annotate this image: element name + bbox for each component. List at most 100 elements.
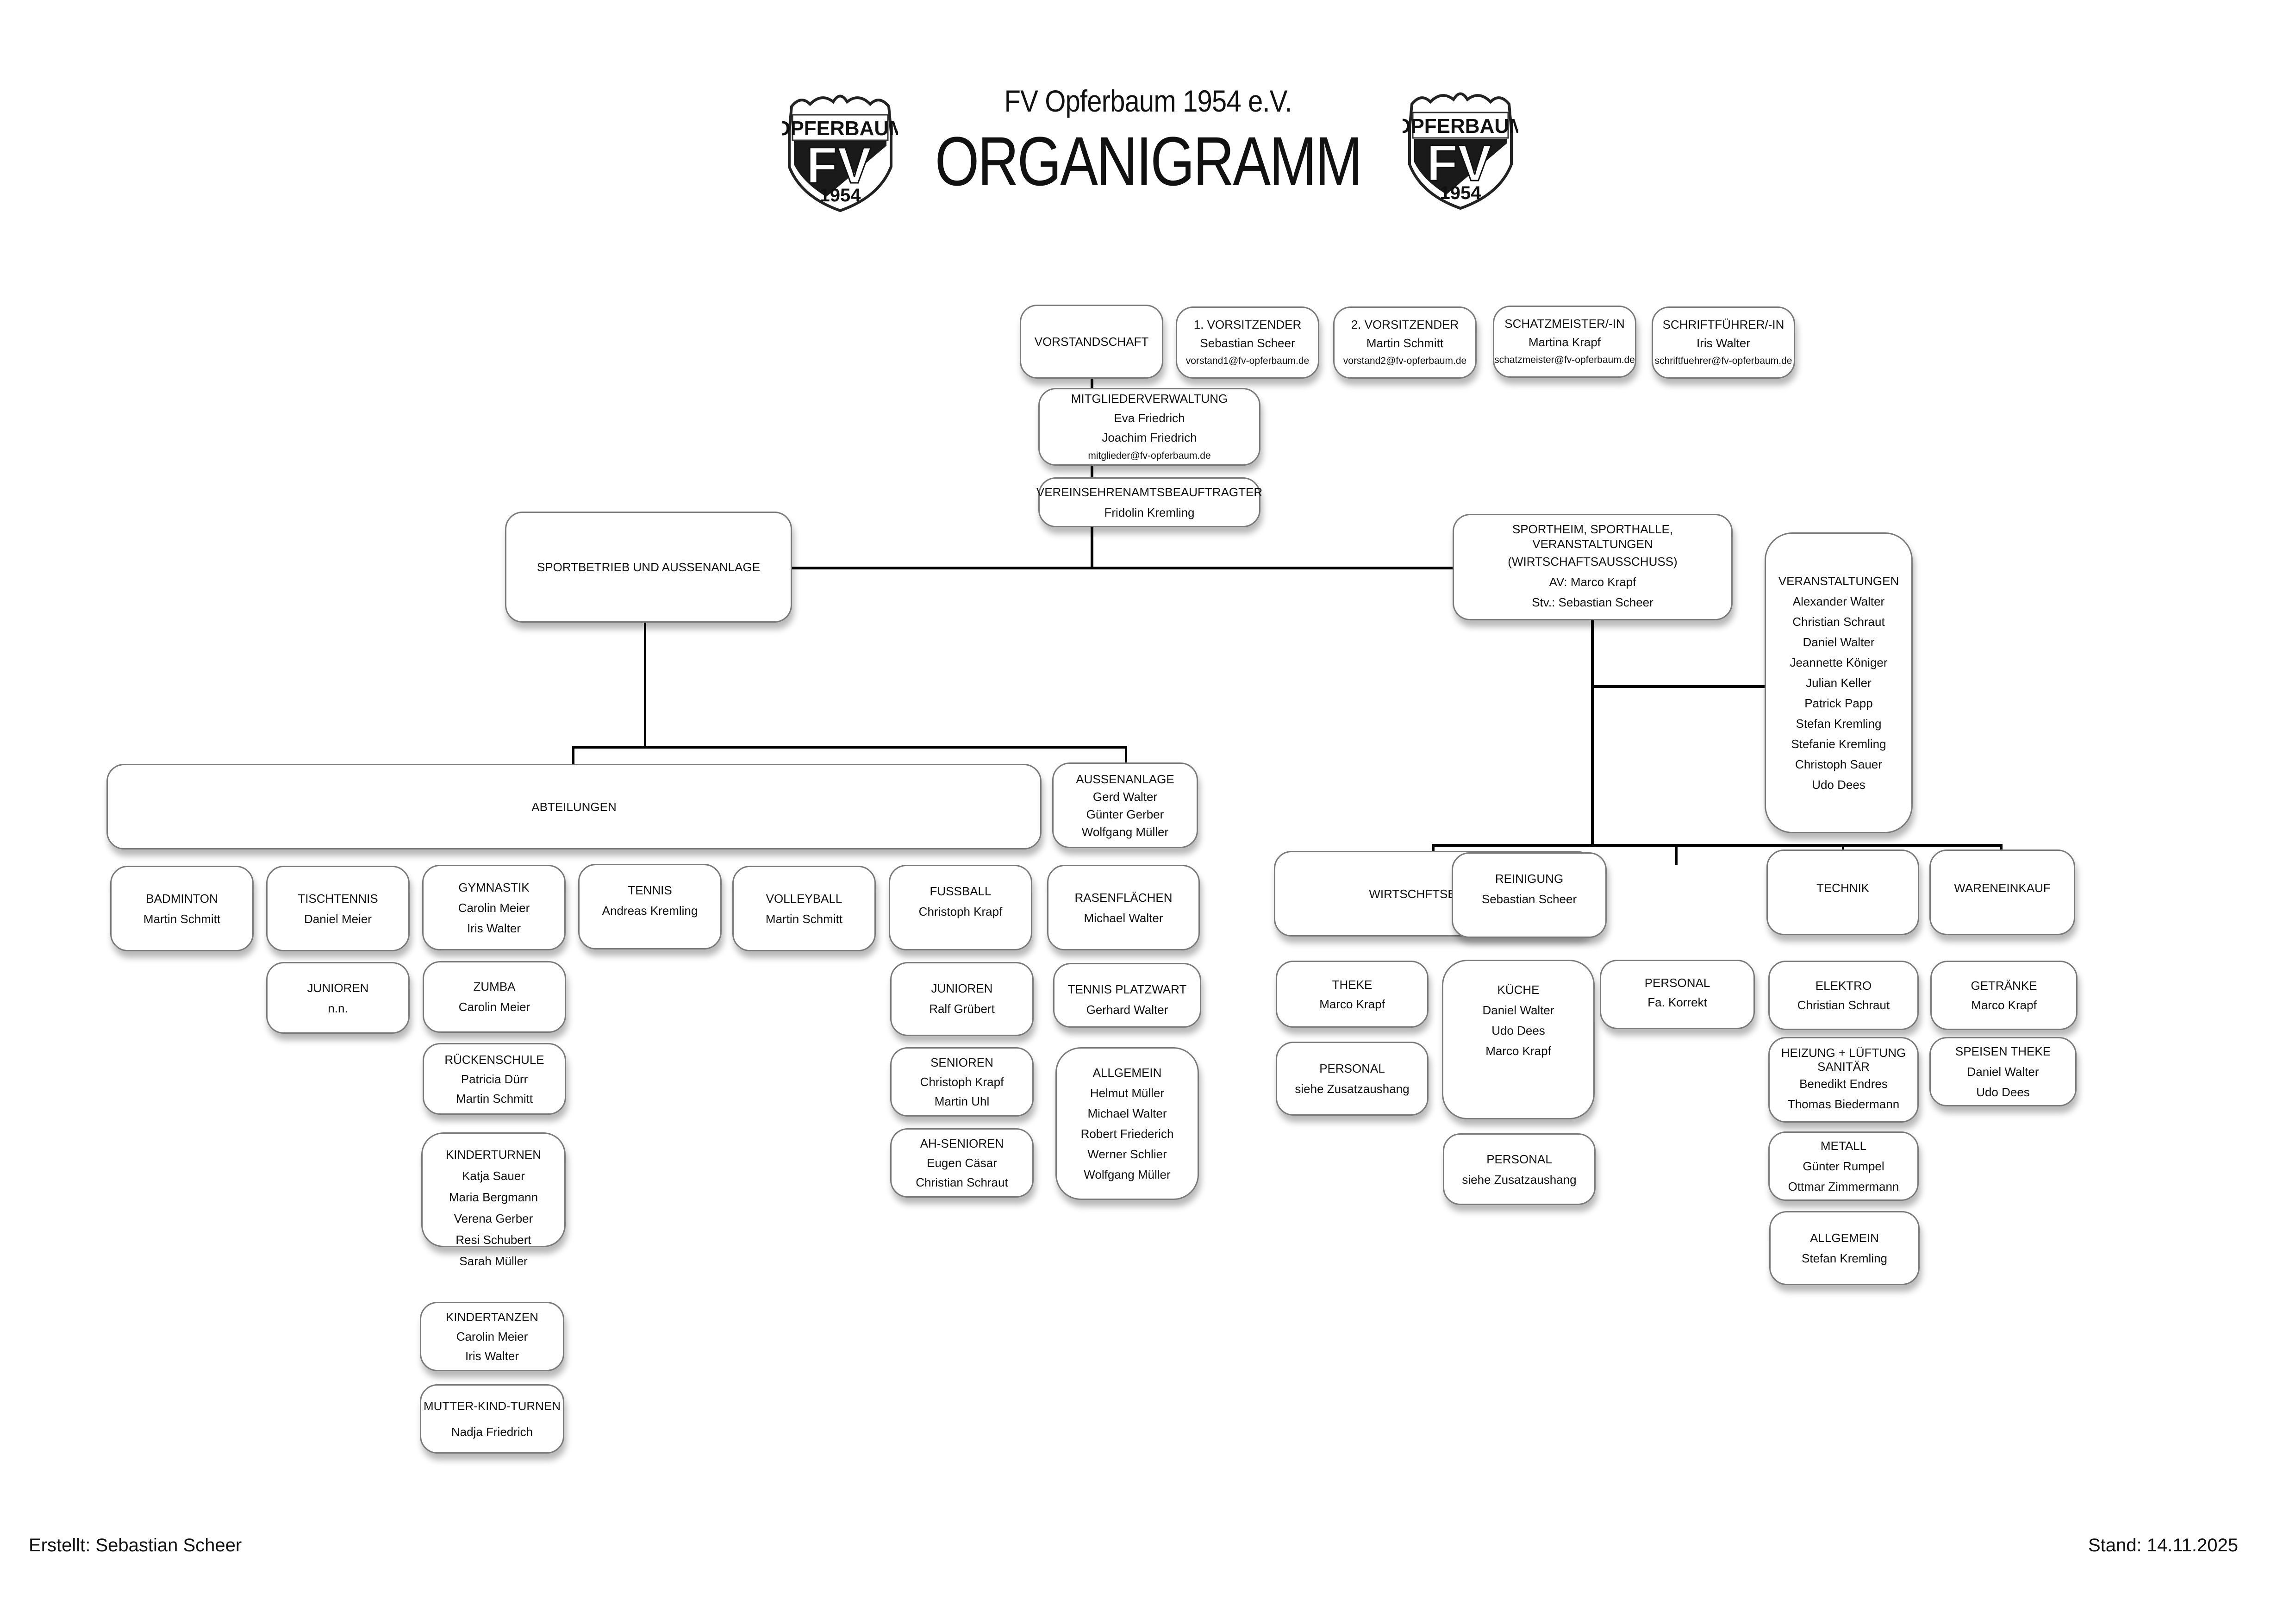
node-label: RASENFLÄCHEN bbox=[1074, 890, 1173, 905]
node-label: KINDERTURNEN bbox=[445, 1148, 542, 1162]
node-mutter-kind-turnen: MUTTER-KIND-TURNEN Nadja Friedrich bbox=[420, 1384, 564, 1454]
node-person: Resi Schubert bbox=[455, 1233, 531, 1247]
node-tischtennis: TISCHTENNIS Daniel Meier bbox=[266, 866, 410, 951]
node-vorsitzender-1: 1. VORSITZENDER Sebastian Scheer vorstan… bbox=[1176, 306, 1319, 379]
node-label: FUSSBALL bbox=[930, 884, 992, 898]
node-person: Wolfgang Müller bbox=[1081, 824, 1169, 839]
node-person: Patricia Dürr bbox=[461, 1072, 528, 1086]
node-label: VERANSTALTUNGEN bbox=[1778, 574, 1899, 588]
node-person: Maria Bergmann bbox=[449, 1190, 538, 1204]
node-person: Marco Krapf bbox=[1319, 997, 1385, 1011]
node-rueckenschule: RÜCKENSCHULE Patricia Dürr Martin Schmit… bbox=[423, 1043, 566, 1115]
node-person: Michael Walter bbox=[1087, 1106, 1167, 1120]
node-label: AUSSENANLAGE bbox=[1076, 772, 1174, 786]
node-label: 1. VORSITZENDER bbox=[1193, 318, 1302, 331]
email-link[interactable]: schatzmeister@fv-opferbaum.de bbox=[1494, 355, 1635, 365]
node-person: Gerd Walter bbox=[1092, 789, 1158, 804]
node-person: Martin Schmitt bbox=[455, 1091, 533, 1106]
node-label: TISCHTENNIS bbox=[298, 891, 378, 906]
node-person: Jeannette Königer bbox=[1790, 656, 1888, 669]
email-link[interactable]: vorstand1@fv-opferbaum.de bbox=[1185, 356, 1310, 366]
node-label: MITGLIEDERVERWALTUNG bbox=[1071, 392, 1228, 406]
node-person: Stv.: Sebastian Scheer bbox=[1532, 595, 1653, 609]
node-person: siehe Zusatzaushang bbox=[1462, 1172, 1577, 1187]
node-person: Fridolin Kremling bbox=[1104, 506, 1195, 519]
node-label: RÜCKENSCHULE bbox=[444, 1052, 544, 1067]
node-person: Martin Schmitt bbox=[1366, 336, 1444, 350]
node-person: Daniel Walter bbox=[1482, 1003, 1554, 1017]
node-label: VOLLEYBALL bbox=[766, 891, 842, 906]
node-person: Eva Friedrich bbox=[1114, 411, 1185, 425]
node-person: Gerhard Walter bbox=[1086, 1003, 1168, 1017]
node-metall: METALL Günter Rumpel Ottmar Zimmermann bbox=[1768, 1131, 1919, 1201]
email-link[interactable]: schriftfuehrer@fv-opferbaum.de bbox=[1654, 356, 1792, 366]
node-person: Sebastian Scheer bbox=[1481, 892, 1577, 906]
node-vorsitzender-2: 2. VORSITZENDER Martin Schmitt vorstand2… bbox=[1333, 306, 1477, 379]
node-person: Udo Dees bbox=[1812, 778, 1866, 792]
node-person: Andreas Kremling bbox=[602, 904, 698, 918]
node-tennis-platzwart: TENNIS PLATZWART Gerhard Walter bbox=[1053, 963, 1201, 1028]
node-person: Wolfgang Müller bbox=[1084, 1168, 1171, 1181]
node-person: Sarah Müller bbox=[459, 1254, 528, 1268]
node-label: VERANSTALTUNGEN bbox=[1532, 537, 1653, 551]
svg-text:1954: 1954 bbox=[1440, 183, 1482, 203]
node-sportbetrieb: SPORTBETRIEB UND AUSSENANLAGE bbox=[505, 512, 792, 623]
node-sublabel: (WIRTSCHAFTSAUSSCHUSS) bbox=[1508, 555, 1678, 568]
footer-date: Stand: 14.11.2025 bbox=[2088, 1535, 2238, 1555]
node-person: Christian Schraut bbox=[916, 1175, 1008, 1189]
node-label: VORSTANDSCHAFT bbox=[1034, 335, 1149, 349]
node-sportheim: SPORTHEIM, SPORTHALLE, VERANSTALTUNGEN (… bbox=[1453, 514, 1733, 620]
node-person: Alexander Walter bbox=[1792, 594, 1885, 608]
node-speisen-theke: SPEISEN THEKE Daniel Walter Udo Dees bbox=[1929, 1037, 2077, 1106]
node-person: Marco Krapf bbox=[1485, 1044, 1551, 1058]
node-fb-junioren: JUNIOREN Ralf Grübert bbox=[890, 962, 1034, 1036]
node-technik: TECHNIK bbox=[1766, 849, 1919, 935]
node-person: Werner Schlier bbox=[1087, 1147, 1167, 1161]
node-label: METALL bbox=[1820, 1139, 1867, 1153]
node-label: PERSONAL bbox=[1486, 1152, 1552, 1166]
node-mitgliederverwaltung: MITGLIEDERVERWALTUNG Eva Friedrich Joach… bbox=[1038, 388, 1260, 466]
club-name: FV Opferbaum 1954 e.V. bbox=[1004, 84, 1292, 118]
node-label: JUNIOREN bbox=[931, 981, 993, 995]
node-veranstaltungen: VERANSTALTUNGEN Alexander Walter Christi… bbox=[1765, 532, 1913, 833]
node-label: GYMNASTIK bbox=[458, 880, 530, 894]
node-label: 2. VORSITZENDER bbox=[1351, 318, 1459, 331]
node-label: GETRÄNKE bbox=[1971, 979, 2037, 993]
node-person: Udo Dees bbox=[1976, 1085, 2030, 1099]
node-person: AV: Marco Krapf bbox=[1549, 575, 1636, 589]
node-fb-ah-senioren: AH-SENIOREN Eugen Cäsar Christian Schrau… bbox=[890, 1128, 1034, 1198]
node-person: Martin Schmitt bbox=[765, 912, 843, 926]
node-person: Carolin Meier bbox=[456, 1330, 528, 1343]
node-person: Martin Schmitt bbox=[143, 912, 221, 926]
node-person: siehe Zusatzaushang bbox=[1295, 1082, 1410, 1096]
node-person: Marco Krapf bbox=[1971, 998, 2037, 1012]
node-theke: THEKE Marco Krapf bbox=[1276, 961, 1429, 1028]
node-label: AH-SENIOREN bbox=[920, 1137, 1004, 1150]
node-label: JUNIOREN bbox=[307, 981, 369, 995]
node-person: Nadja Friedrich bbox=[451, 1425, 533, 1439]
node-person: Ralf Grübert bbox=[929, 1002, 995, 1016]
node-label: THEKE bbox=[1332, 977, 1373, 992]
node-label: SCHRIFTFÜHRER/-IN bbox=[1662, 318, 1784, 331]
node-tennis: TENNIS Andreas Kremling bbox=[578, 864, 722, 949]
node-label: ALLGEMEIN bbox=[1810, 1231, 1879, 1245]
node-abteilungen: ABTEILUNGEN bbox=[106, 764, 1042, 849]
node-person: Udo Dees bbox=[1491, 1024, 1545, 1037]
node-heizung: HEIZUNG + LÜFTUNG SANITÄR Benedikt Endre… bbox=[1768, 1037, 1919, 1123]
email-link[interactable]: vorstand2@fv-opferbaum.de bbox=[1343, 356, 1467, 366]
node-person: Christoph Krapf bbox=[918, 905, 1003, 918]
email-link[interactable]: mitglieder@fv-opferbaum.de bbox=[1088, 450, 1211, 461]
node-schatzmeister: SCHATZMEISTER/-IN Martina Krapf schatzme… bbox=[1493, 306, 1636, 378]
connector bbox=[1591, 685, 1765, 688]
node-fb-senioren: SENIOREN Christoph Krapf Martin Uhl bbox=[890, 1047, 1034, 1117]
node-person: Daniel Meier bbox=[304, 912, 372, 926]
node-person: Martina Krapf bbox=[1528, 335, 1601, 349]
node-person: Katja Sauer bbox=[462, 1169, 525, 1183]
node-person: Robert Friederich bbox=[1080, 1127, 1174, 1141]
footer-created-by: Erstellt: Sebastian Scheer bbox=[29, 1535, 242, 1555]
node-label: HEIZUNG + LÜFTUNG bbox=[1781, 1045, 1906, 1060]
node-kueche: KÜCHE Daniel Walter Udo Dees Marco Krapf bbox=[1442, 960, 1595, 1119]
node-label: ZUMBA bbox=[473, 980, 516, 993]
node-kindertanzen: KINDERTANZEN Carolin Meier Iris Walter bbox=[420, 1302, 564, 1371]
node-person: Christian Schraut bbox=[1797, 998, 1890, 1012]
